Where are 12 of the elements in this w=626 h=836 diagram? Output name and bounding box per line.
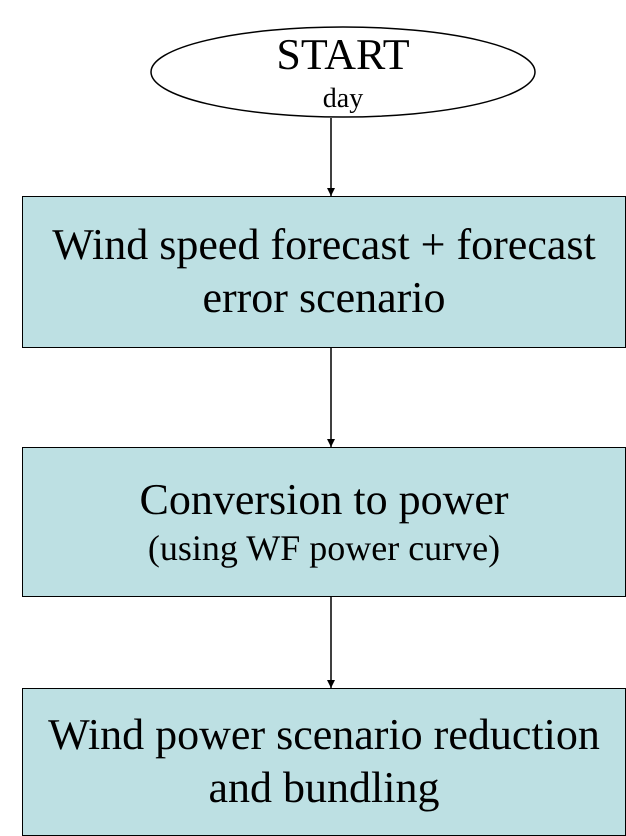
process-box [22,447,626,597]
process-box [22,196,626,348]
node-subtitle: day [322,82,364,116]
arrow [327,118,335,196]
node-subtitle: (using WF power curve) [148,526,500,570]
process-box [22,688,626,836]
arrow [327,597,335,688]
arrow [327,348,335,447]
node-title: Wind power scenario reduction and bundling [47,709,601,814]
node-title: Conversion to power [139,474,509,526]
node-title: START [276,28,410,81]
node-title: Wind speed forecast + forecast error scenario [51,219,597,324]
